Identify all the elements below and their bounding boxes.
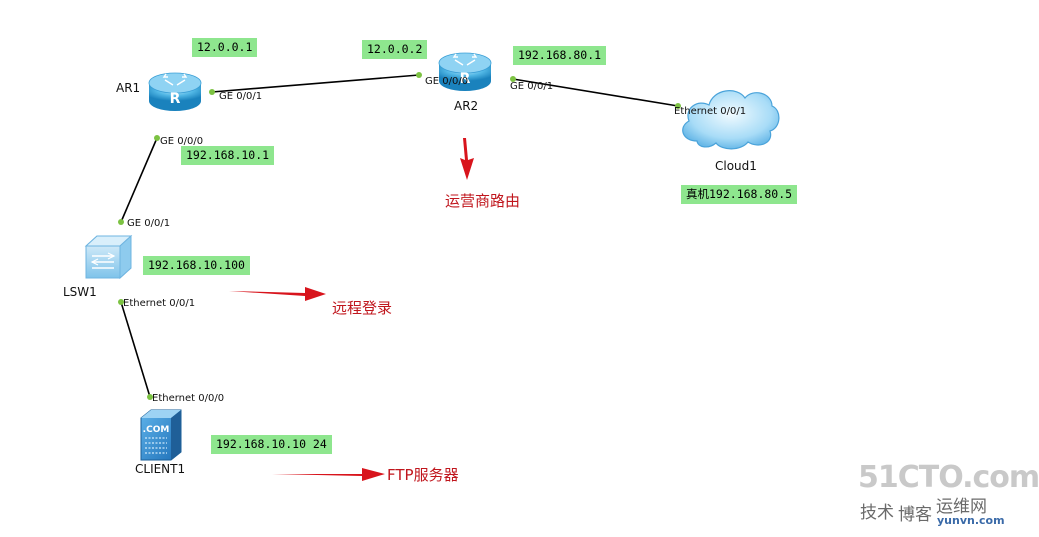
svg-text:.COM: .COM — [143, 425, 170, 435]
port-dot — [118, 219, 124, 225]
link-ar2-cloud1[interactable] — [512, 78, 679, 107]
port-dot — [154, 135, 160, 141]
port-label: GE 0/0/0 — [425, 76, 469, 87]
device-label-cloud1: Cloud1 — [715, 159, 757, 173]
svg-text:R: R — [170, 91, 181, 107]
link-ar1-ar2[interactable] — [211, 74, 420, 93]
link-ar1-lsw1[interactable] — [120, 137, 158, 223]
device-label-client1: CLIENT1 — [135, 462, 186, 476]
annotation-isp-router: 运营商路由 — [445, 192, 521, 210]
server-icon[interactable]: .COM — [140, 409, 182, 461]
port-label: Ethernet 0/0/0 — [152, 393, 225, 404]
ip-badge-client: 192.168.10.10 24 — [211, 435, 332, 454]
arrow-ftp — [272, 468, 385, 481]
cloud-icon[interactable] — [682, 90, 780, 150]
port-dot — [118, 299, 124, 305]
port-dot — [675, 103, 681, 109]
watermark-tagline-left: 技术 — [860, 503, 894, 523]
annotation-remote-login: 远程登录 — [332, 299, 393, 317]
topology-canvas: R R .COM — [84, 52, 780, 481]
watermark-tagline-right: 运维网 — [936, 497, 987, 517]
port-dot — [416, 72, 422, 78]
port-label: GE 0/0/1 — [219, 91, 263, 102]
port-dot — [209, 89, 215, 95]
port-label: Ethernet 0/0/1 — [674, 106, 747, 117]
device-label-ar2: AR2 — [454, 99, 479, 113]
ip-badge-lsw1: 192.168.10.100 — [143, 256, 250, 275]
port-label: GE 0/0/1 — [510, 81, 554, 92]
link-lsw1-client1[interactable] — [120, 301, 151, 398]
watermark-url: yunvn.com — [937, 514, 1005, 527]
port-label: GE 0/0/0 — [160, 136, 204, 147]
ip-badge-ar1-wan: 12.0.0.1 — [192, 38, 258, 57]
svg-text:R: R — [460, 71, 471, 87]
ip-badge-ar1-lan: 192.168.10.1 — [181, 146, 275, 165]
arrow-remote — [229, 287, 326, 301]
switch-icon[interactable] — [84, 234, 133, 280]
port-label: GE 0/0/1 — [127, 218, 171, 229]
device-label-lsw1: LSW1 — [63, 285, 97, 299]
ip-badge-real-host: 真机192.168.80.5 — [681, 185, 798, 204]
port-dot — [510, 76, 516, 82]
annotation-ftp-server: FTP服务器 — [387, 466, 459, 484]
router-icon[interactable]: R — [148, 72, 202, 111]
watermark-tagline-mid: 博客 — [898, 505, 932, 525]
arrow-isp — [460, 138, 474, 180]
port-label: Ethernet 0/0/1 — [123, 298, 196, 309]
ip-badge-ar2-lan: 192.168.80.1 — [513, 46, 607, 65]
device-label-ar1: AR1 — [116, 81, 141, 95]
port-dot — [147, 394, 153, 400]
watermark-brand: 51CTO.com — [858, 460, 1039, 495]
router-icon[interactable]: R — [438, 52, 492, 91]
ip-badge-ar2-wan: 12.0.0.2 — [362, 40, 428, 59]
